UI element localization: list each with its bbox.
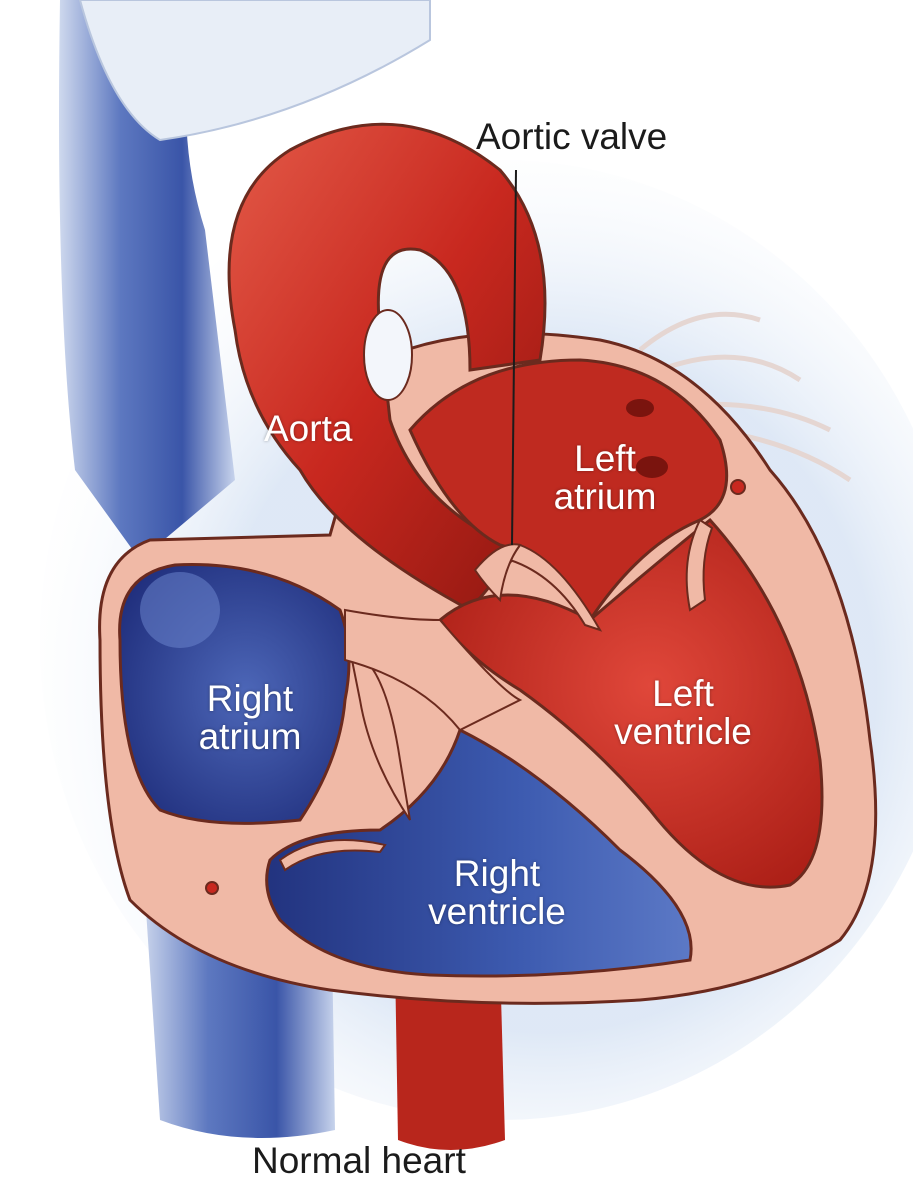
label-right-ventricle: Right ventricle — [412, 855, 582, 930]
label-left-ventricle: Left ventricle — [598, 675, 768, 750]
label-left-ventricle-line-1: Left — [598, 675, 768, 713]
coronary-vessel — [731, 480, 745, 494]
label-left-ventricle-line-2: ventricle — [598, 713, 768, 751]
coronary-vessel-right — [206, 882, 218, 894]
label-aortic-valve: Aortic valve — [476, 118, 667, 156]
pulmonary-vein-opening-1 — [626, 399, 654, 417]
caption: Normal heart — [252, 1142, 466, 1180]
aortic-arch-gap — [364, 310, 412, 400]
label-right-ventricle-line-2: ventricle — [412, 893, 582, 931]
label-right-atrium-line-2: atrium — [180, 718, 320, 756]
label-right-ventricle-line-1: Right — [412, 855, 582, 893]
label-left-atrium: Left atrium — [540, 440, 670, 515]
label-right-atrium-line-1: Right — [180, 680, 320, 718]
right-atrium-highlight — [140, 572, 220, 648]
label-left-atrium-line-2: atrium — [540, 478, 670, 516]
label-left-atrium-line-1: Left — [540, 440, 670, 478]
label-right-atrium: Right atrium — [180, 680, 320, 755]
label-aorta: Aorta — [264, 410, 352, 448]
